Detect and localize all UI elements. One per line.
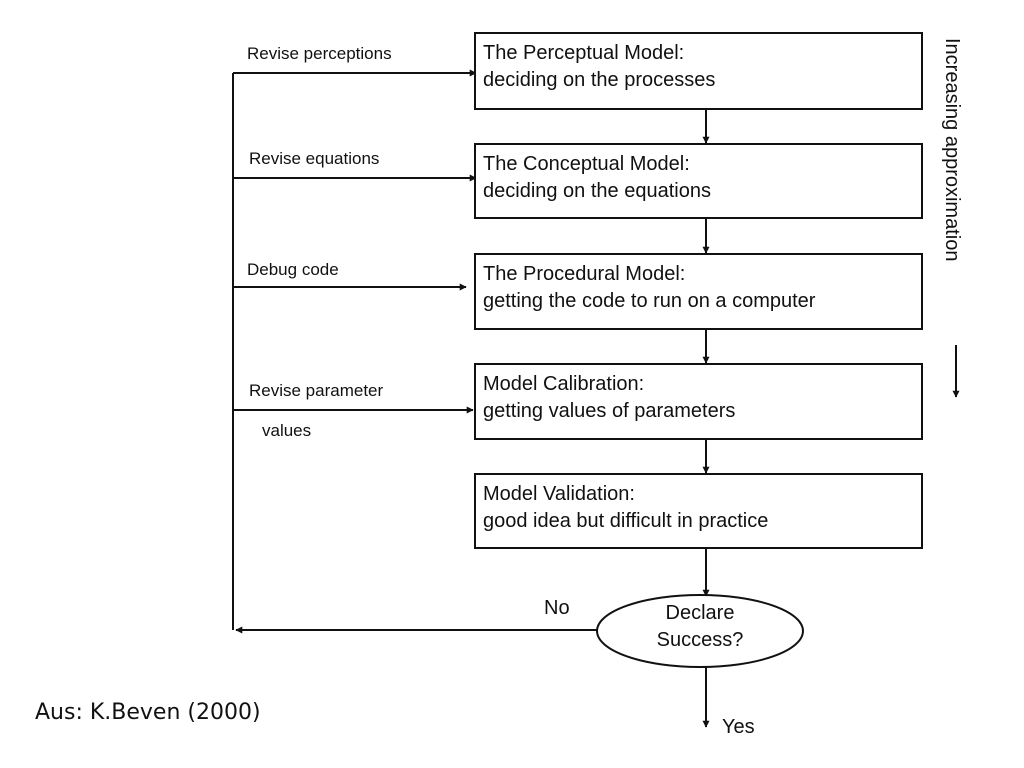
box-subtitle: deciding on the processes [483, 69, 716, 91]
label-revise-perceptions: Revise perceptions [247, 44, 392, 63]
decision-text: Declare Success? [597, 600, 803, 654]
perceptual-model-box: The Perceptual Model: deciding on the pr… [474, 32, 923, 110]
label-yes: Yes [722, 716, 755, 738]
calibration-box: Model Calibration: getting values of par… [474, 363, 923, 440]
conceptual-model-box: The Conceptual Model: deciding on the eq… [474, 143, 923, 219]
box-subtitle: deciding on the equations [483, 180, 711, 202]
box-subtitle: good idea but difficult in practice [483, 510, 769, 532]
box-title: Model Calibration: [483, 373, 645, 395]
label-revise-equations: Revise equations [249, 149, 380, 168]
decision-ellipse [596, 594, 804, 668]
procedural-model-box: The Procedural Model: getting the code t… [474, 253, 923, 330]
box-title: The Procedural Model: [483, 263, 686, 285]
source-citation: Aus: K.Beven (2000) [35, 700, 261, 725]
label-no: No [544, 597, 570, 619]
box-subtitle: getting the code to run on a computer [483, 290, 816, 312]
box-subtitle: getting values of parameters [483, 400, 736, 422]
box-title: The Conceptual Model: [483, 153, 690, 175]
label-revise-parameter: Revise parameter [249, 381, 384, 400]
box-title: Model Validation: [483, 483, 635, 505]
label-values: values [262, 421, 312, 440]
label-debug-code: Debug code [247, 260, 339, 279]
decision-line2: Success? [656, 629, 744, 651]
validation-box: Model Validation: good idea but difficul… [474, 473, 923, 549]
box-title: The Perceptual Model: [483, 42, 685, 64]
increasing-approximation-label: Increasing approximation [941, 38, 963, 262]
decision-line1: Declare [665, 602, 735, 624]
